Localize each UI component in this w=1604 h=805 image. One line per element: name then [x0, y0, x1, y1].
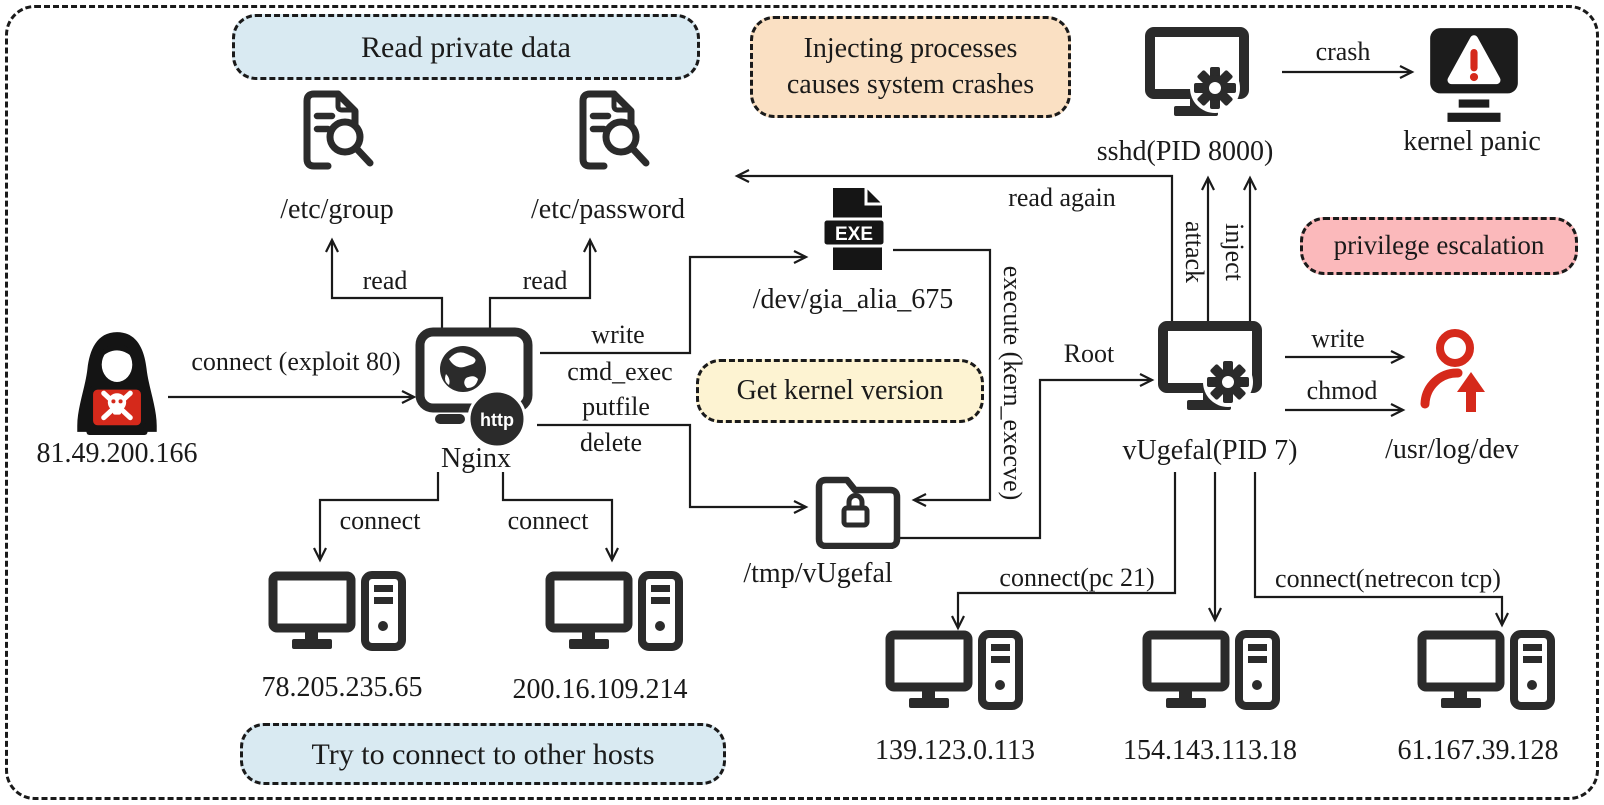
callout-get-kernel-version: Get kernel version	[696, 359, 984, 423]
edge-execute	[893, 248, 992, 507]
edge-label-inject: inject	[1220, 223, 1249, 281]
nginx-webserver-icon: http	[415, 327, 533, 449]
edge-label-chmod: chmod	[1306, 376, 1378, 405]
attacker-hacker-icon	[77, 332, 157, 435]
node-label-kernel-panic: kernel panic	[1403, 126, 1541, 157]
desktop-pc-icon	[1417, 630, 1557, 714]
node-label-host-154: 154.143.113.18	[1123, 735, 1297, 766]
exe-icon-label: EXE	[835, 224, 873, 245]
edge-label-read-group: read	[362, 266, 408, 295]
callout-get-kernel-version-text: Get kernel version	[736, 374, 944, 406]
http-badge-label: http	[480, 410, 514, 430]
edge-label-write-exe: write	[591, 320, 645, 349]
desktop-pc-icon	[1142, 630, 1282, 714]
node-label-dev-exe: /dev/gia_alia_675	[752, 284, 954, 315]
edge-connect-pc21	[951, 472, 1177, 631]
node-label-attacker-ip: 81.49.200.166	[36, 438, 198, 469]
vugefal-process-icon	[1156, 320, 1264, 416]
callout-try-connect: Try to connect to other hosts	[240, 723, 726, 785]
edge-label-delete: delete	[579, 428, 643, 457]
node-label-etc-password: /etc/password	[531, 194, 685, 225]
node-label-nginx: Nginx	[441, 443, 511, 474]
callout-injecting-line2: causes system crashes	[786, 69, 1035, 100]
edge-label-connect-78: connect	[339, 506, 421, 535]
node-label-tmp-vugefal: /tmp/vUgefal	[743, 558, 893, 589]
node-label-sshd-pid: sshd(PID 8000)	[1096, 136, 1274, 167]
folder-lock-icon	[815, 476, 901, 549]
edge-label-connect-200: connect	[507, 506, 589, 535]
callout-injecting: Injecting processes causes system crashe…	[750, 16, 1071, 118]
edge-label-cmd-exec: cmd_exec	[567, 357, 673, 386]
edge-putfile-folder	[537, 423, 809, 514]
exe-file-icon: EXE	[821, 188, 887, 270]
edge-label-putfile: putfile	[582, 392, 650, 421]
node-label-usr-log-dev: /usr/log/dev	[1385, 434, 1519, 465]
node-label-etc-group: /etc/group	[280, 194, 394, 225]
node-label-vugefal-pid: vUgefal(PID 7)	[1122, 435, 1298, 466]
edge-connect-78	[313, 472, 440, 563]
callout-privilege-escalation: privilege escalation	[1300, 217, 1578, 275]
edge-connect-netrecon	[1253, 472, 1509, 628]
node-label-host-139: 139.123.0.113	[875, 735, 1035, 766]
node-label-host-61: 61.167.39.128	[1397, 735, 1559, 766]
edge-label-root: Root	[1063, 339, 1115, 368]
edge-write-exe	[540, 250, 809, 355]
callout-try-connect-text: Try to connect to other hosts	[311, 737, 655, 771]
callout-privilege-escalation-text: privilege escalation	[1333, 230, 1545, 261]
callout-read-private-data-text: Read private data	[361, 30, 571, 64]
edge-label-write-usr: write	[1311, 324, 1365, 353]
node-label-host-200: 200.16.109.214	[512, 674, 688, 705]
callout-read-private-data: Read private data	[232, 14, 700, 80]
edge-connect-200	[501, 472, 619, 563]
callout-injecting-line1: Injecting processes	[803, 32, 1018, 64]
edge-label-execute-kern-execve: execute (kern_execve)	[998, 265, 1027, 501]
sshd-process-icon	[1143, 26, 1251, 122]
user-privilege-icon	[1420, 329, 1485, 412]
edge-read-password	[488, 237, 597, 332]
edge-root	[900, 373, 1155, 540]
edge-label-attack: attack	[1180, 220, 1209, 284]
desktop-pc-icon	[545, 571, 685, 655]
desktop-pc-icon	[885, 630, 1025, 714]
document-search-icon	[290, 86, 378, 180]
edge-label-connect-exploit: connect (exploit 80)	[191, 347, 401, 376]
edge-label-connect-pc21: connect(pc 21)	[999, 563, 1155, 592]
edge-label-crash: crash	[1315, 37, 1371, 66]
edge-label-connect-netrecon: connect(netrecon tcp)	[1275, 564, 1501, 593]
edge-read-again	[734, 169, 1174, 323]
kernel-panic-warning-icon	[1430, 28, 1518, 122]
edge-read-group	[325, 237, 444, 332]
document-search-icon	[566, 86, 654, 180]
node-label-host-78: 78.205.235.65	[261, 672, 423, 703]
edge-label-read-again: read again	[1008, 183, 1116, 212]
edge-label-read-password: read	[522, 266, 568, 295]
desktop-pc-icon	[268, 571, 408, 655]
